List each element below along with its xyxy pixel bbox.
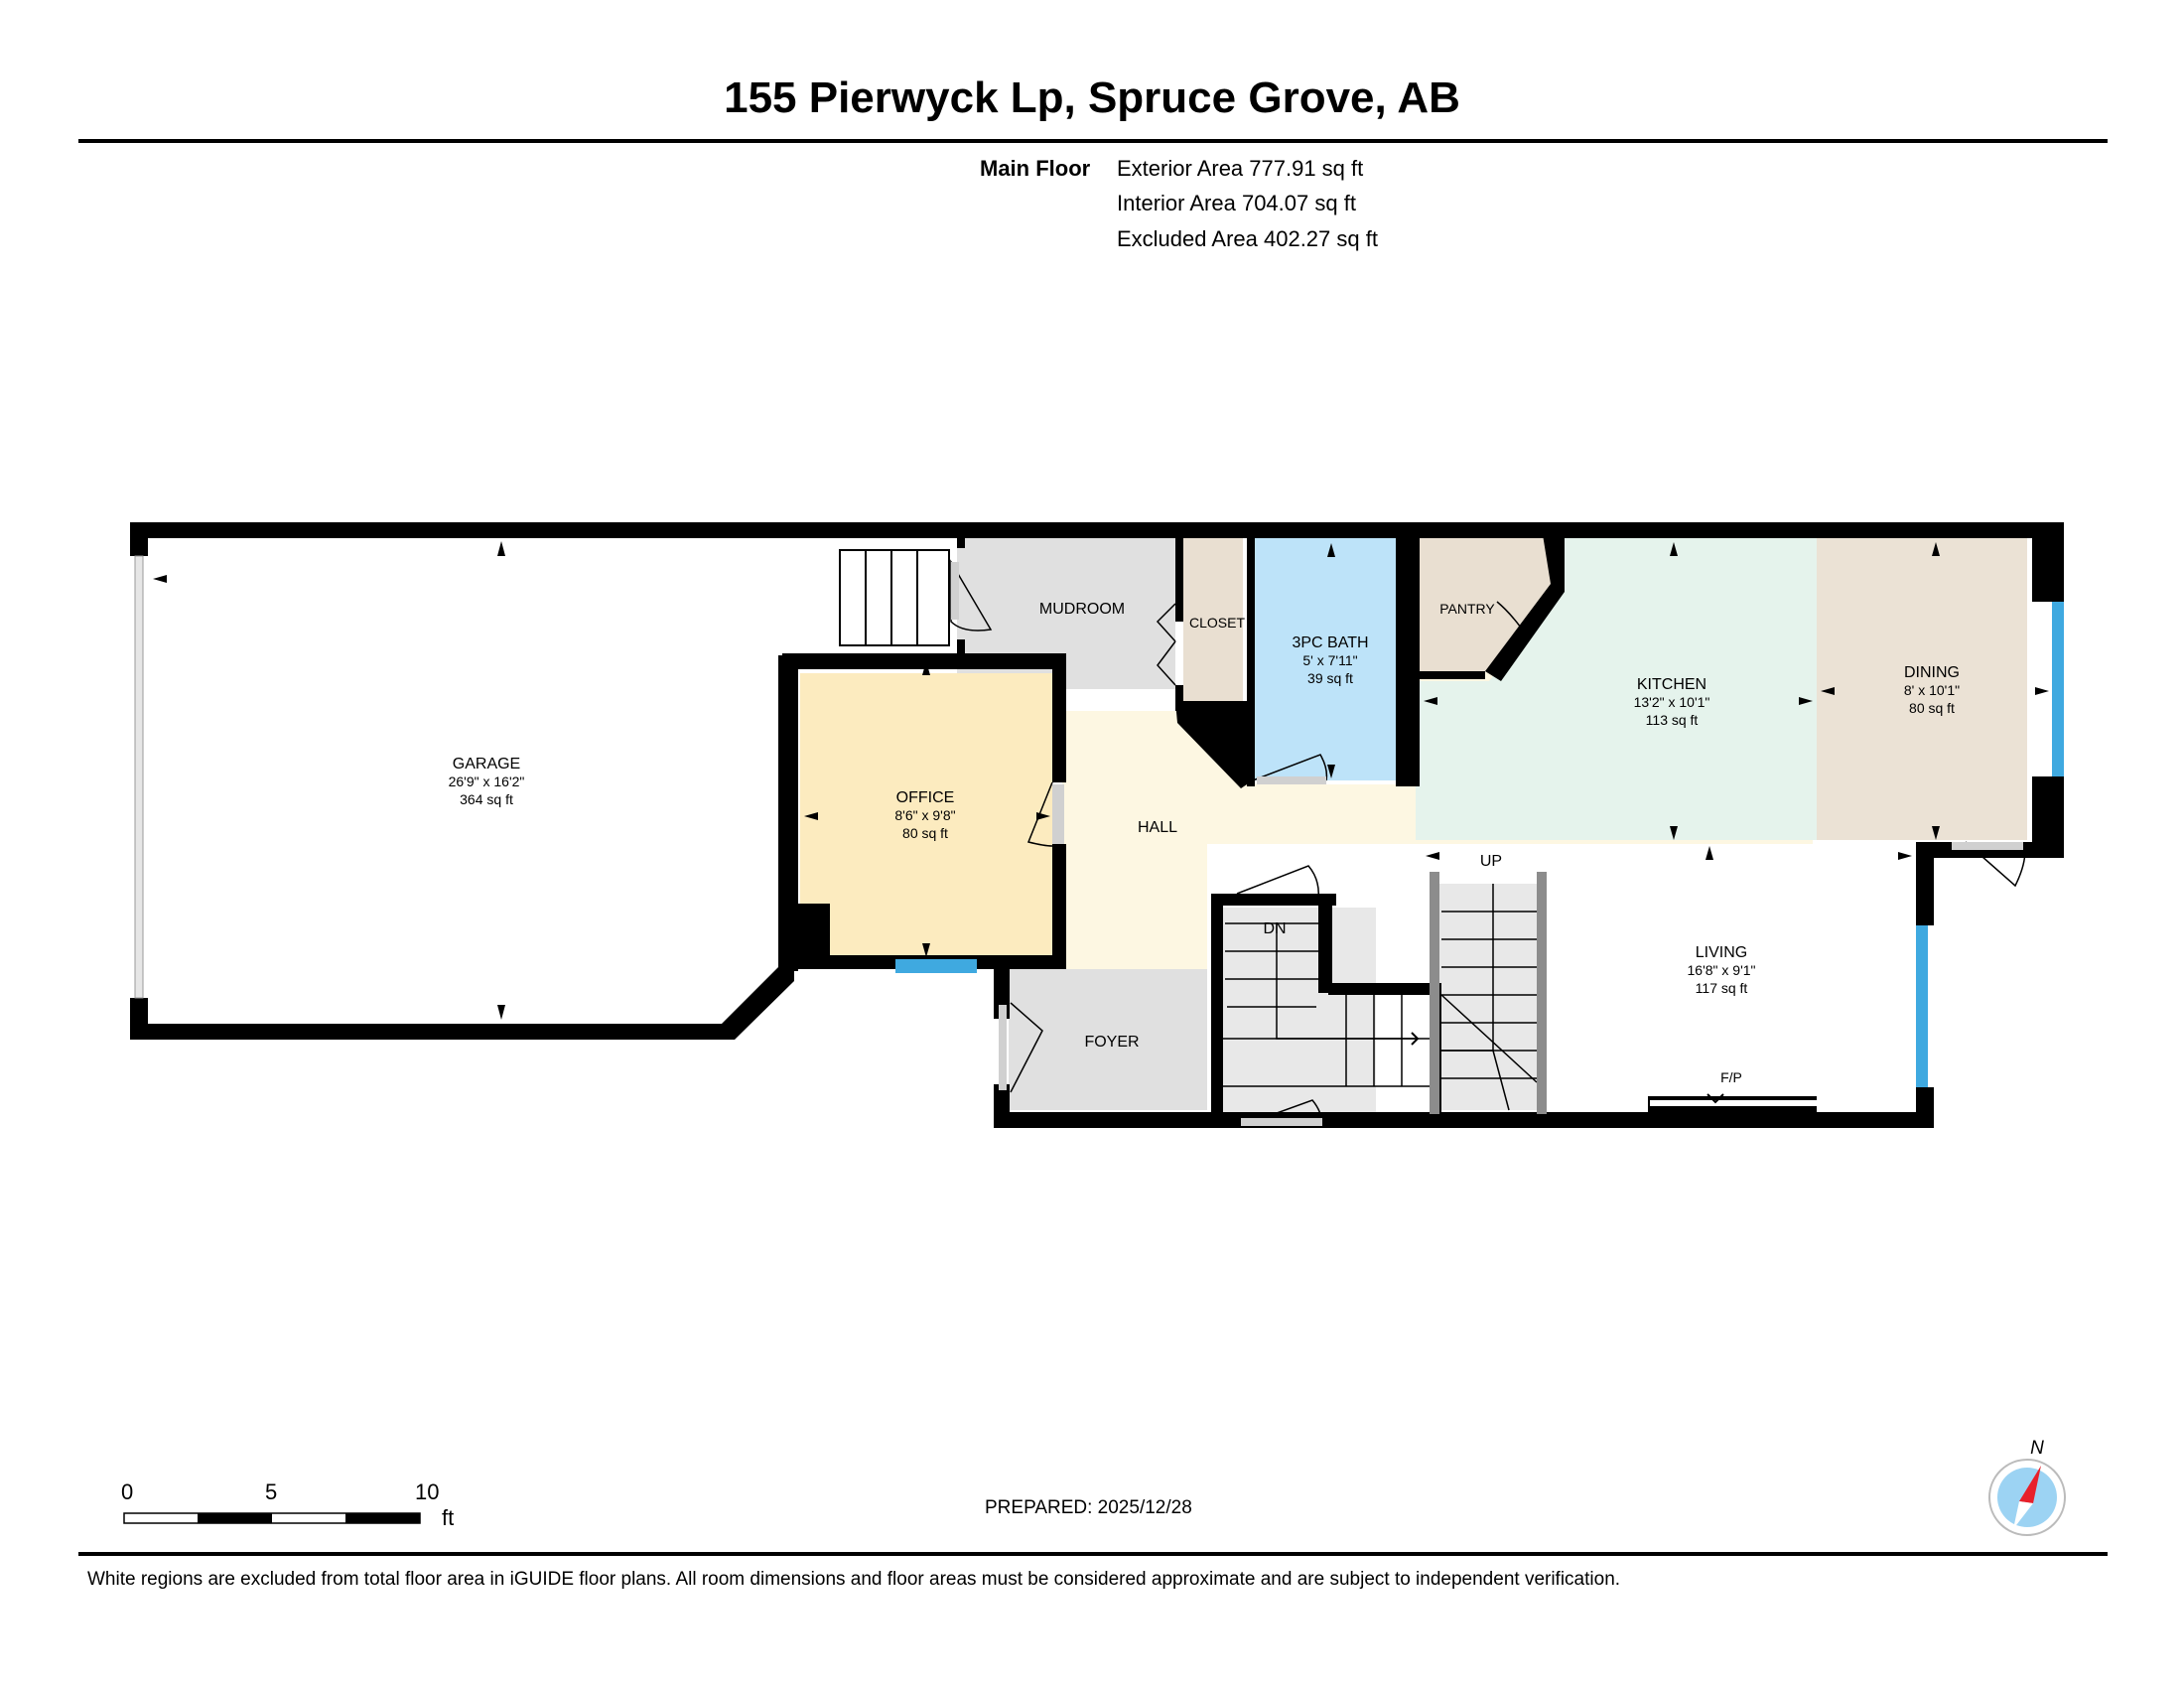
scale-zero: 0 <box>121 1479 133 1504</box>
windows <box>895 602 2064 1087</box>
scale-bar: ft 0 5 10 <box>121 1479 454 1530</box>
stair-down-fill <box>1223 908 1376 1112</box>
prepared-date: PREPARED: 2025/12/28 <box>985 1497 1192 1518</box>
mudroom-name: MUDROOM <box>1039 601 1125 618</box>
stair-arrow <box>1411 1032 1420 1046</box>
office-area: 80 sq ft <box>902 825 948 841</box>
footnote: White regions are excluded from total fl… <box>87 1569 1621 1590</box>
office-dims: 8'6" x 9'8" <box>894 807 955 823</box>
excluded-area: Excluded Area 402.27 sq ft <box>1117 226 1378 251</box>
bath-fill <box>1253 538 1404 780</box>
floor-label: Main Floor <box>980 156 1091 181</box>
kitchen-area: 113 sq ft <box>1646 712 1699 728</box>
exterior-area: Exterior Area 777.91 sq ft <box>1117 156 1364 181</box>
foyer-fill <box>1009 969 1207 1110</box>
bath-dims: 5' x 7'11" <box>1302 652 1357 668</box>
dining-fill <box>1817 538 2027 840</box>
living-area: 117 sq ft <box>1696 980 1748 996</box>
foyer-name: FOYER <box>1084 1034 1139 1051</box>
stair-up-label: UP <box>1480 853 1502 870</box>
office-fill <box>800 673 1052 959</box>
stair-up-fill <box>1433 884 1543 1110</box>
office-name: OFFICE <box>896 789 955 806</box>
pantry-fill <box>1416 538 1551 671</box>
pantry-name: PANTRY <box>1439 601 1495 617</box>
garage-steps <box>839 549 950 646</box>
stair-down-label: DN <box>1263 920 1286 937</box>
dining-area: 80 sq ft <box>1909 700 1955 716</box>
header-divider <box>78 139 2108 143</box>
dimension-arrows <box>153 541 2049 1020</box>
closet-name: CLOSET <box>1189 615 1245 631</box>
fireplace-label: F/P <box>1720 1069 1742 1085</box>
scale-ten: 10 <box>415 1479 439 1504</box>
kitchen-name: KITCHEN <box>1637 676 1706 693</box>
footer-divider <box>78 1552 2108 1556</box>
garage-door <box>134 555 144 999</box>
dining-dims: 8' x 10'1" <box>1904 682 1960 698</box>
garage-name: GARAGE <box>453 756 520 773</box>
scale-unit: ft <box>442 1505 454 1530</box>
living-dims: 16'8" x 9'1" <box>1688 962 1756 978</box>
scale-five: 5 <box>265 1479 277 1504</box>
hall-name: HALL <box>1138 819 1177 836</box>
railings <box>1430 872 1547 1114</box>
door-swings <box>950 559 2026 1127</box>
living-name: LIVING <box>1696 944 1747 961</box>
hall-fill <box>1062 711 1416 970</box>
page-title: 155 Pierwyck Lp, Spruce Grove, AB <box>724 73 1460 122</box>
closet-fill <box>1183 538 1243 709</box>
garage-area: 364 sq ft <box>460 791 513 807</box>
compass-north: N <box>2030 1438 2044 1459</box>
stair-lines <box>1223 884 1541 1111</box>
kitchen-fill <box>1416 538 1817 840</box>
interior-area: Interior Area 704.07 sq ft <box>1117 191 1356 215</box>
door-sills <box>951 562 2023 1126</box>
bath-area: 39 sq ft <box>1307 670 1353 686</box>
bath-name: 3PC BATH <box>1292 634 1368 651</box>
walls <box>130 522 2064 1128</box>
dining-name: DINING <box>1904 664 1960 681</box>
garage-dims: 26'9" x 16'2" <box>449 774 525 789</box>
kitchen-dims: 13'2" x 10'1" <box>1634 694 1710 710</box>
fireplace <box>1650 1093 1817 1106</box>
north-compass-icon: N <box>1988 1438 2066 1536</box>
